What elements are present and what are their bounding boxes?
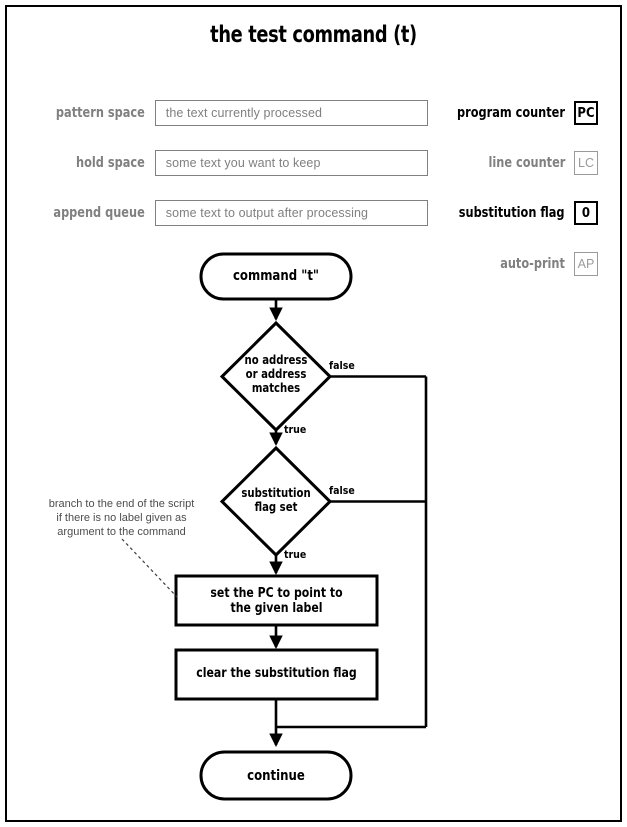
register-label-hold-space: hold space [76,155,145,171]
node-decision-address-shape[interactable] [219,320,333,433]
register-field-hold-space[interactable]: some text you want to keep [154,150,428,176]
edge-label-false-2: false [329,485,355,497]
register-label-pattern-space: pattern space [55,105,145,121]
edge-label-true-2: true [284,549,307,561]
flag-label-auto-print: auto-print [500,256,565,272]
register-row-pattern-space: pattern space the text currently process… [28,100,428,126]
flag-value-line-counter[interactable]: LC [574,151,598,175]
node-end-shape[interactable] [199,750,353,801]
flag-value-program-counter[interactable]: PC [574,101,598,125]
flag-label-substitution-flag: substitution flag [459,205,565,221]
node-start-shape[interactable] [199,252,353,301]
register-field-pattern-space[interactable]: the text currently processed [154,100,428,126]
flag-value-substitution-flag[interactable]: 0 [574,201,598,225]
node-clear-flag-shape[interactable] [174,648,379,701]
flag-row-substitution-flag: substitution flag 0 [448,201,598,225]
node-set-pc-shape[interactable] [174,574,379,627]
annotation-leader-line [121,538,178,598]
flag-row-auto-print: auto-print AP [448,252,598,276]
flag-label-line-counter: line counter [488,155,565,171]
flag-label-program-counter: program counter [457,105,565,121]
flag-value-auto-print[interactable]: AP [574,252,598,276]
annotation-line-3: argument to the command [57,525,186,538]
register-row-hold-space: hold space some text you want to keep [28,150,428,176]
page-title: the test command (t) [210,22,417,48]
node-decision-subst-flag-shape[interactable] [219,445,333,558]
annotation-text: branch to the end of the script if there… [34,498,209,539]
flag-row-program-counter: program counter PC [448,101,598,125]
register-row-append-queue: append queue some text to output after p… [28,200,428,226]
annotation-line-2: if there is no label given as [56,511,187,524]
edge-label-true-1: true [284,424,307,436]
edge-label-false-1: false [329,360,355,372]
annotation-line-1: branch to the end of the script [48,498,195,510]
flag-row-line-counter: line counter LC [448,151,598,175]
register-label-append-queue: append queue [53,205,145,221]
register-field-append-queue[interactable]: some text to output after processing [154,200,428,226]
